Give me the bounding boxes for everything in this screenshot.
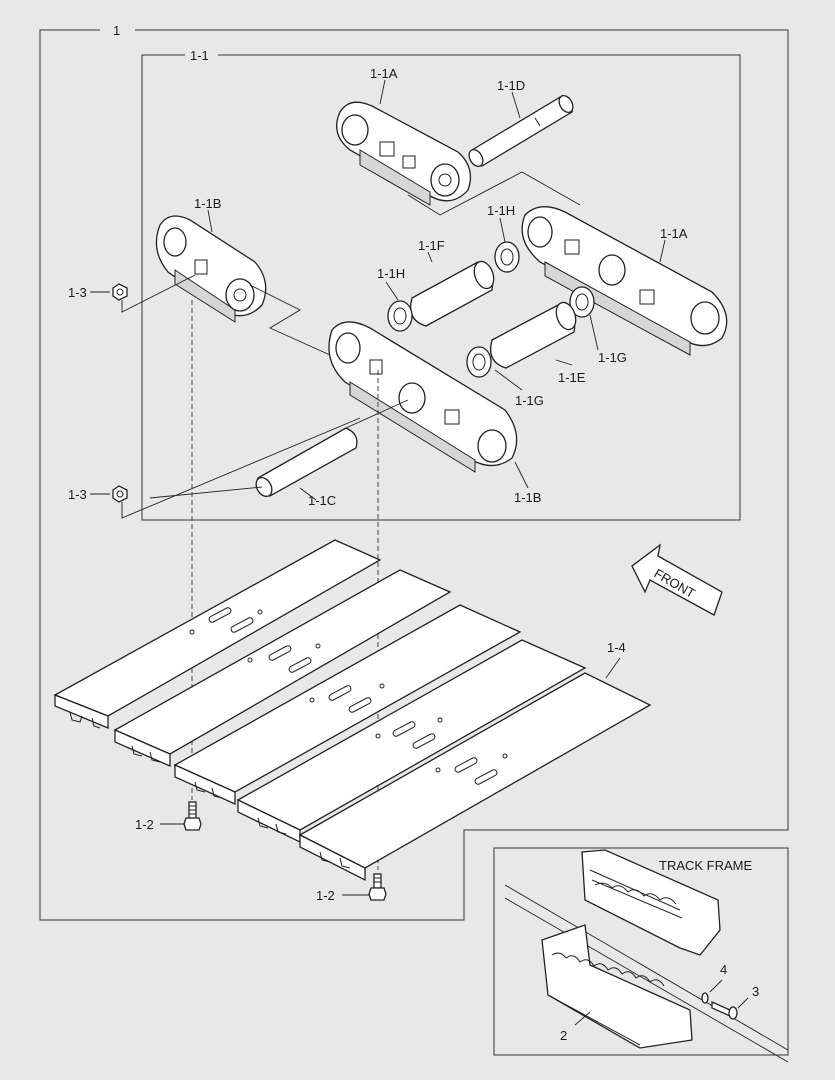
label-nut-1-3-bottom: 1-3 (68, 487, 87, 502)
label-track-frame: TRACK FRAME (659, 858, 753, 873)
bushing-1-1e (489, 301, 577, 369)
inset-frame (493, 847, 789, 1056)
shoe-plate-5 (298, 672, 652, 882)
label-link-1-1a-top: 1-1A (370, 66, 398, 81)
shoe-plate-1 (53, 539, 382, 729)
label-guard-2: 2 (560, 1028, 567, 1043)
seal-1-1h-top (494, 241, 520, 273)
label-pin-1-1d: 1-1D (497, 78, 525, 93)
label-chain-1-1: 1-1 (190, 48, 209, 63)
link-1-1b-center (328, 321, 518, 473)
label-link-1-1b-left: 1-1B (194, 196, 221, 211)
label-bushing-1-1e: 1-1E (558, 370, 586, 385)
pin-1-1c (255, 427, 358, 497)
seal-1-1h-mid (387, 300, 413, 332)
nut-1-3-bottom (112, 485, 128, 503)
bolt-1-2-bottom (368, 873, 387, 901)
assembly-1-frame (39, 29, 789, 921)
label-seal-1-1g-mid: 1-1G (515, 393, 544, 408)
label-seal-1-1h-mid: 1-1H (377, 266, 405, 281)
label-link-1-1a-right: 1-1A (660, 226, 688, 241)
bushing-1-1f (409, 260, 495, 327)
label-shoe-1-4: 1-4 (607, 640, 626, 655)
chain-1-1-frame (141, 54, 741, 521)
pin-1-1d (468, 94, 574, 168)
shoe-plate-2 (113, 569, 452, 767)
label-seal-1-1g-right: 1-1G (598, 350, 627, 365)
front-direction-arrow (631, 543, 723, 616)
label-guard-washer-4: 4 (720, 962, 727, 977)
guard-bolt-3 (711, 1000, 738, 1020)
label-bolt-1-2-left: 1-2 (135, 817, 154, 832)
link-1-1b-left (155, 215, 267, 323)
track-shoes-1-4 (53, 539, 652, 882)
label-pin-1-1c: 1-1C (308, 493, 336, 508)
bolt-1-2-left (183, 801, 202, 831)
label-guard-bolt-3: 3 (752, 984, 759, 999)
link-1-1a-top (336, 101, 472, 206)
inset-track-frame (504, 849, 789, 1063)
label-link-1-1b-bottom: 1-1B (514, 490, 541, 505)
guard-washer-4 (701, 992, 709, 1004)
label-seal-1-1h-top: 1-1H (487, 203, 515, 218)
label-bushing-1-1f: 1-1F (418, 238, 445, 253)
seal-1-1g-right (569, 286, 595, 318)
shoe-plate-3 (173, 604, 522, 806)
link-1-1a-right (521, 206, 728, 356)
track-guard-2 (541, 924, 693, 1049)
label-nut-1-3-top: 1-3 (68, 285, 87, 300)
label-bolt-1-2-bottom: 1-2 (316, 888, 335, 903)
label-assembly-1: 1 (113, 23, 120, 38)
seal-1-1g-mid (466, 346, 492, 378)
nut-1-3-top (112, 283, 128, 301)
shoe-plate-4 (236, 639, 587, 844)
